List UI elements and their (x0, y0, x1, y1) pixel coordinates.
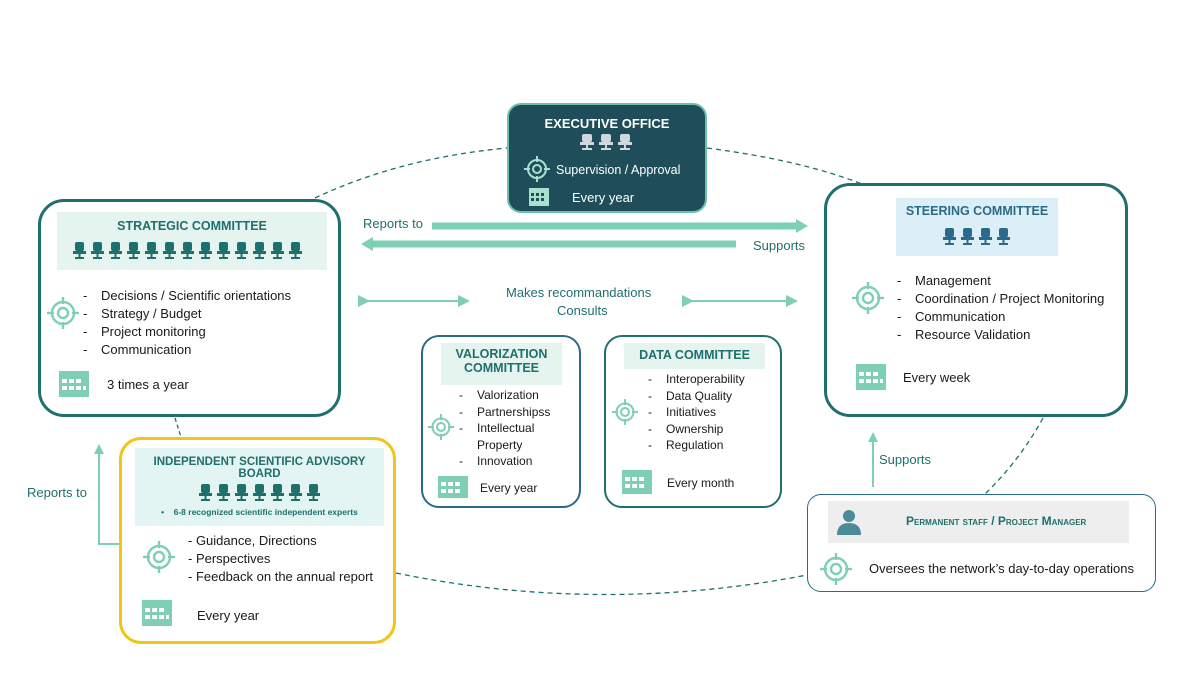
permanent-staff-role: Oversees the network’s day-to-day operat… (869, 561, 1134, 576)
list-item: Communication (83, 341, 291, 359)
consults-label: Consults (557, 303, 608, 318)
valorization-frequency: Every year (480, 481, 538, 495)
steering-committee-box: STEERING COMMITTEE Management Coordinati… (824, 183, 1128, 417)
calendar-icon (438, 476, 468, 498)
advisory-board-title-line2: BOARD (238, 468, 281, 480)
list-item: Data Quality (648, 388, 745, 405)
data-committee-list: Interoperability Data Quality Initiative… (648, 371, 745, 454)
advisory-board-box: INDEPENDENT SCIENTIFIC ADVISORY BOARD • … (119, 437, 396, 644)
advisory-board-note: • 6-8 recognized scientific independent … (161, 507, 358, 517)
dashed-link-strategic-advisory (174, 417, 182, 438)
reports-to-left-arrow (98, 452, 119, 545)
advisory-board-list: - Guidance, Directions - Perspectives - … (188, 532, 373, 586)
chair-icon (198, 483, 322, 503)
target-icon (142, 540, 176, 574)
valorization-committee-header: VALORIZATION COMMITTEE (441, 343, 562, 385)
person-icon (836, 509, 862, 535)
executive-office-box: EXECUTIVE OFFICE Supervision / Approval … (507, 103, 707, 213)
target-icon (851, 281, 885, 315)
data-committee-title: DATA COMMITTEE (639, 348, 750, 362)
steering-committee-list: Management Coordination / Project Monito… (897, 272, 1104, 344)
strategic-frequency: 3 times a year (107, 377, 189, 392)
supports-label: Supports (753, 238, 806, 253)
permanent-staff-box: Permanent staff / Project Manager Overse… (807, 494, 1156, 592)
target-icon (524, 156, 550, 182)
strategic-committee-list: Decisions / Scientific orientations Stra… (83, 287, 291, 359)
list-item: Regulation (648, 437, 745, 454)
advisory-board-header: INDEPENDENT SCIENTIFIC ADVISORY BOARD • … (135, 448, 384, 526)
target-icon (428, 414, 454, 440)
strategic-committee-box: STRATEGIC COMMITTEE Decisions / Scient (38, 199, 341, 417)
executive-office-title: EXECUTIVE OFFICE (544, 116, 670, 131)
executive-frequency: Every year (572, 190, 635, 205)
supports-right-label: Supports (879, 452, 932, 467)
target-icon (612, 399, 638, 425)
chair-icon (942, 227, 1012, 247)
calendar-icon (142, 600, 172, 626)
list-item: Interoperability (648, 371, 745, 388)
list-item: Communication (897, 308, 1104, 326)
dashed-link-exec-strategic (314, 147, 508, 199)
data-committee-header: DATA COMMITTEE (624, 343, 765, 369)
data-committee-frequency: Every month (667, 476, 735, 490)
valorization-list: Valorization Partnershipss Intellectual … (459, 387, 569, 470)
valorization-title-line1: VALORIZATION (455, 347, 548, 361)
target-icon (819, 552, 853, 586)
makes-recommandations-label: Makes recommandations (506, 285, 652, 300)
list-item: Coordination / Project Monitoring (897, 290, 1104, 308)
list-item: Project monitoring (83, 323, 291, 341)
reports-to-left-label: Reports to (27, 485, 87, 500)
calendar-icon (529, 188, 549, 206)
data-committee-box: DATA COMMITTEE Interoperability Data Qua… (604, 335, 782, 508)
target-icon (46, 296, 80, 330)
list-item: Management (897, 272, 1104, 290)
list-item: - Guidance, Directions (188, 533, 317, 548)
strategic-committee-header: STRATEGIC COMMITTEE (57, 212, 327, 270)
executive-role: Supervision / Approval (556, 163, 681, 177)
chair-icon (580, 133, 636, 151)
steering-frequency: Every week (903, 370, 971, 385)
list-item: Resource Validation (897, 326, 1104, 344)
steering-committee-header: STEERING COMMITTEE (896, 198, 1058, 256)
strategic-committee-title: STRATEGIC COMMITTEE (117, 219, 267, 233)
dashed-link-exec-steering (706, 147, 863, 185)
dashed-link-steering-permanent (984, 417, 1044, 495)
valorization-title-line2: COMMITTEE (464, 361, 539, 375)
chair-icon (72, 241, 312, 261)
calendar-icon (622, 470, 652, 494)
list-item: Partnershipss (459, 404, 569, 421)
list-item: Valorization (459, 387, 569, 404)
calendar-icon (856, 364, 886, 390)
permanent-staff-title: Permanent staff / Project Manager (906, 514, 1087, 528)
advisory-board-title-line1: INDEPENDENT SCIENTIFIC ADVISORY (153, 456, 366, 468)
valorization-committee-box: VALORIZATION COMMITTEE Valorization Part… (421, 335, 581, 508)
steering-committee-title: STEERING COMMITTEE (905, 204, 1049, 218)
list-item: - Perspectives (188, 551, 271, 566)
list-item: Initiatives (648, 404, 745, 421)
dashed-link-advisory-permanent (395, 572, 808, 596)
list-item: Strategy / Budget (83, 305, 291, 323)
permanent-staff-header: Permanent staff / Project Manager (828, 501, 1129, 543)
list-item: Ownership (648, 421, 745, 438)
calendar-icon (59, 371, 89, 397)
advisory-frequency: Every year (197, 608, 260, 623)
list-item: Decisions / Scientific orientations (83, 287, 291, 305)
reports-to-label: Reports to (363, 216, 423, 231)
list-item: Intellectual Property (459, 420, 557, 453)
list-item: Innovation (459, 453, 569, 470)
list-item: - Feedback on the annual report (188, 569, 374, 584)
